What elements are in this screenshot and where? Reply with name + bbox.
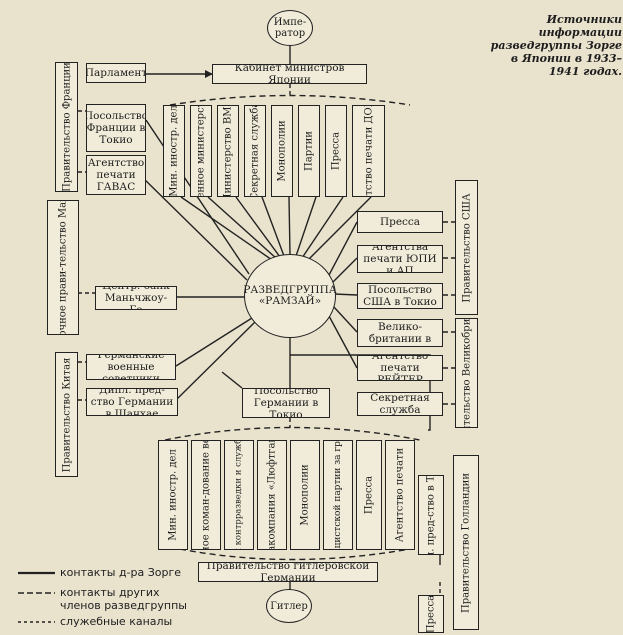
emperor-label: Импе-ратор <box>273 17 307 39</box>
gov-china-label: Правительство Китая <box>61 357 72 472</box>
emperor-circle: Импе-ратор <box>267 10 313 46</box>
uk-embassy-box: Посольство Велико-британии в Токио <box>357 319 443 347</box>
uk-gov-label: Правительство Великобритании <box>461 318 472 428</box>
german-column-label: Орг. нацистской партии за границей <box>333 440 343 550</box>
german-column-3: Авиакомпания «Люфтганза» <box>257 440 287 550</box>
usa-gov-label: Правительство США <box>461 192 472 303</box>
german-column-label: Авиакомпания «Люфтганза» <box>266 440 278 550</box>
japan-column-label: Военное министерство <box>195 105 207 197</box>
legend-dashed-label: контакты других членов разведгруппы <box>60 586 187 612</box>
netherlands-gov-label: Правительство Голландии <box>460 472 472 613</box>
netherlands-press-label: Пресса <box>425 595 437 633</box>
german-column-label: Верховное коман-дование вермахта <box>200 440 212 550</box>
japan-column-label: Монополии <box>276 120 288 182</box>
cabinet-box: Кабинет министров Японии <box>212 64 367 84</box>
german-column-label: Агентство печати <box>394 447 406 543</box>
diagram-title: Источники информации разведгруппы Зорге … <box>490 13 622 78</box>
legend-solid-label: контакты д-ра Зорге <box>60 566 182 579</box>
german-advisers-box: Германские военные советники <box>86 354 176 380</box>
usa-embassy-box: Посольство США в Токио <box>357 283 443 309</box>
german-column-5: Орг. нацистской партии за границей <box>323 440 353 550</box>
usa-gov-box: Правительство США <box>455 180 478 315</box>
hitler-circle: Гитлер <box>266 589 312 623</box>
gov-france-label: Правительство Франции <box>61 62 72 192</box>
japan-column-3: Секретная служба <box>244 105 266 197</box>
manchukuo-bank-box: Центр. банк Маньчжоу-Го <box>95 286 177 310</box>
reuters-box: Агентство печати РЕЙТЕР <box>357 355 443 381</box>
havas-box: Агентство печати ГАВАС <box>86 155 146 195</box>
german-column-label: Мин. иностр. дел <box>167 449 179 541</box>
hitler-label: Гитлер <box>270 600 308 612</box>
netherlands-tokyo-box: Дипл. пред-ство в Токио <box>418 475 444 555</box>
german-column-7: Агентство печати <box>385 440 415 550</box>
japan-column-1: Военное министерство <box>190 105 212 197</box>
german-column-2: Упр. разведки и контрразведки и служба б… <box>224 440 254 550</box>
german-column-0: Мин. иностр. дел <box>158 440 188 550</box>
ramzai-center-circle: РАЗВЕДГРУППА «РАМЗАЙ» <box>243 254 337 338</box>
japan-column-5: Партии <box>298 105 320 197</box>
japan-column-4: Монополии <box>271 105 293 197</box>
gov-china-box: Правительство Китая <box>55 352 78 477</box>
legend-dotted-label: служебные каналы <box>60 615 173 628</box>
german-embassy-box: Посольство Германии в Токио <box>242 388 330 418</box>
uk-secret-service-box: Секретная служба <box>357 392 443 416</box>
german-column-4: Монополии <box>290 440 320 550</box>
parliament-box: Парламент <box>86 63 146 83</box>
france-embassy-box: Посольство Франции в Токио <box>86 104 146 152</box>
hitler-gov-box: Правительство гитлеровской Германии <box>198 562 378 582</box>
japan-column-label: Партии <box>303 131 315 171</box>
netherlands-press-box: Пресса <box>418 595 444 633</box>
uk-gov-box: Правительство Великобритании <box>455 318 478 428</box>
japan-column-label: Министерство ВМФ <box>222 105 234 197</box>
japan-column-2: Министерство ВМФ <box>217 105 239 197</box>
german-column-label: Пресса <box>363 475 375 515</box>
japan-column-label: Агентство печати ДОМЕИ <box>363 105 374 197</box>
japan-column-7: Агентство печати ДОМЕИ <box>352 105 385 197</box>
germany-shanghai-box: Дипл. пред-ство Германии в Шанхае <box>86 388 178 416</box>
gov-france-box: Правительство Франции <box>55 62 78 192</box>
japan-column-label: Мин. иностр. дел <box>168 105 180 197</box>
japan-column-label: Секретная служба <box>249 105 261 197</box>
netherlands-tokyo-label: Дипл. пред-ство в Токио <box>425 475 437 555</box>
ramzai-center-label: РАЗВЕДГРУППА «РАМЗАЙ» <box>243 284 337 307</box>
german-column-label: Упр. разведки и контрразведки и служба б… <box>234 441 244 549</box>
manchukuo-gov-label: Марионеточное прави-тельство Маньчжоу-Го <box>57 200 69 335</box>
japan-column-6: Пресса <box>325 105 347 197</box>
usa-press-box: Пресса <box>357 211 443 233</box>
german-column-label: Монополии <box>299 464 311 526</box>
german-column-6: Пресса <box>356 440 382 550</box>
japan-column-label: Пресса <box>330 131 342 171</box>
manchukuo-gov-box: Марионеточное прави-тельство Маньчжоу-Го <box>47 200 79 335</box>
netherlands-gov-box: Правительство Голландии <box>453 455 479 630</box>
upi-ap-box: Агентства печати ЮПИ и АП <box>357 245 443 273</box>
japan-column-0: Мин. иностр. дел <box>163 105 185 197</box>
german-column-1: Верховное коман-дование вермахта <box>191 440 221 550</box>
